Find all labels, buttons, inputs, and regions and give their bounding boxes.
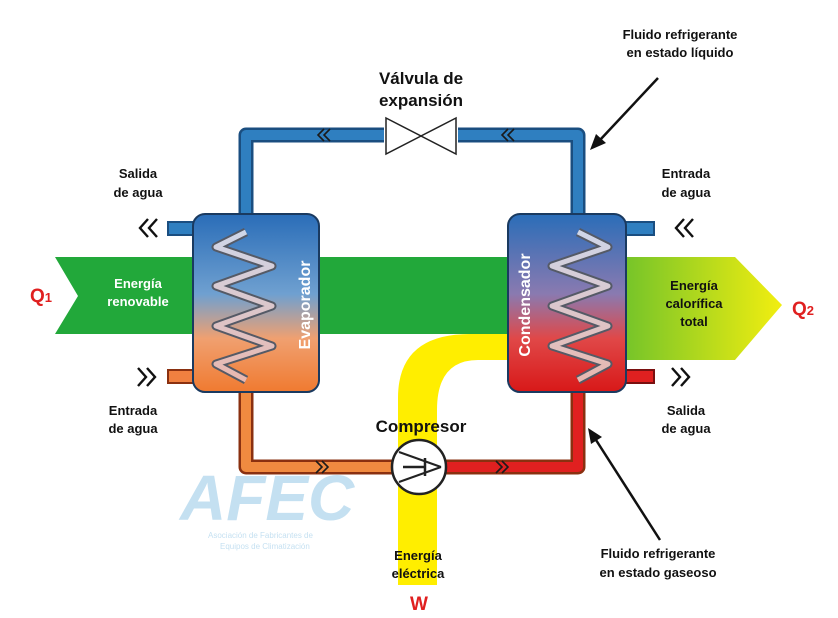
svg-text:Asociación de Fabricantes de: Asociación de Fabricantes de xyxy=(208,531,314,540)
valve-label-line2: expansión xyxy=(379,91,463,110)
electric-label-line2: eléctrica xyxy=(392,566,446,581)
evap-water-out-label-line1: Salida xyxy=(119,166,158,181)
gas-pointer-arrow xyxy=(588,428,662,541)
svg-text:AFEC: AFEC xyxy=(178,462,355,534)
q1-label: Q1 xyxy=(30,286,52,307)
electric-label-line1: Energía xyxy=(394,548,442,563)
valve-label-line1: Válvula de xyxy=(379,69,463,88)
liquid-label-line2: en estado líquido xyxy=(627,45,734,60)
svg-text:Equipos de Climatización: Equipos de Climatización xyxy=(220,542,310,551)
compressor-icon xyxy=(390,438,448,496)
flow-chevrons-top xyxy=(316,128,515,142)
work-label: W xyxy=(410,594,428,615)
evap-water-out-label-line2: de agua xyxy=(113,185,163,200)
afec-logo: AFEC Asociación de Fabricantes de Equipo… xyxy=(178,462,355,551)
electric-energy-path xyxy=(398,334,520,585)
condenser-label: Condensador xyxy=(517,253,534,356)
cond-water-out-label-line2: de agua xyxy=(661,421,711,436)
gas-label-line2: en estado gaseoso xyxy=(599,565,716,580)
liquid-pointer-arrow xyxy=(590,77,659,150)
evaporator-label: Evaporador xyxy=(297,261,314,350)
gas-label-line1: Fluido refrigerante xyxy=(601,546,716,561)
cond-water-in-label-line2: de agua xyxy=(661,185,711,200)
evap-water-in-label-line2: de agua xyxy=(108,421,158,436)
cond-water-in-label-line1: Entrada xyxy=(662,166,711,181)
heat-total-label-line3: total xyxy=(680,314,707,329)
expansion-valve-icon xyxy=(384,116,458,156)
cond-water-out-label-line1: Salida xyxy=(667,403,706,418)
q2-label: Q2 xyxy=(792,299,814,320)
heat-total-label-line2: calorífica xyxy=(665,296,723,311)
flow-chevrons-bottom xyxy=(315,460,510,474)
compressor-label: Compresor xyxy=(376,417,467,436)
liquid-label-line1: Fluido refrigerante xyxy=(623,27,738,42)
water-chevrons xyxy=(137,218,694,387)
heat-total-label-line1: Energía xyxy=(670,278,718,293)
renewable-label-line2: renovable xyxy=(107,294,168,309)
renewable-label-line1: Energía xyxy=(114,276,162,291)
evap-water-in-label-line1: Entrada xyxy=(109,403,158,418)
